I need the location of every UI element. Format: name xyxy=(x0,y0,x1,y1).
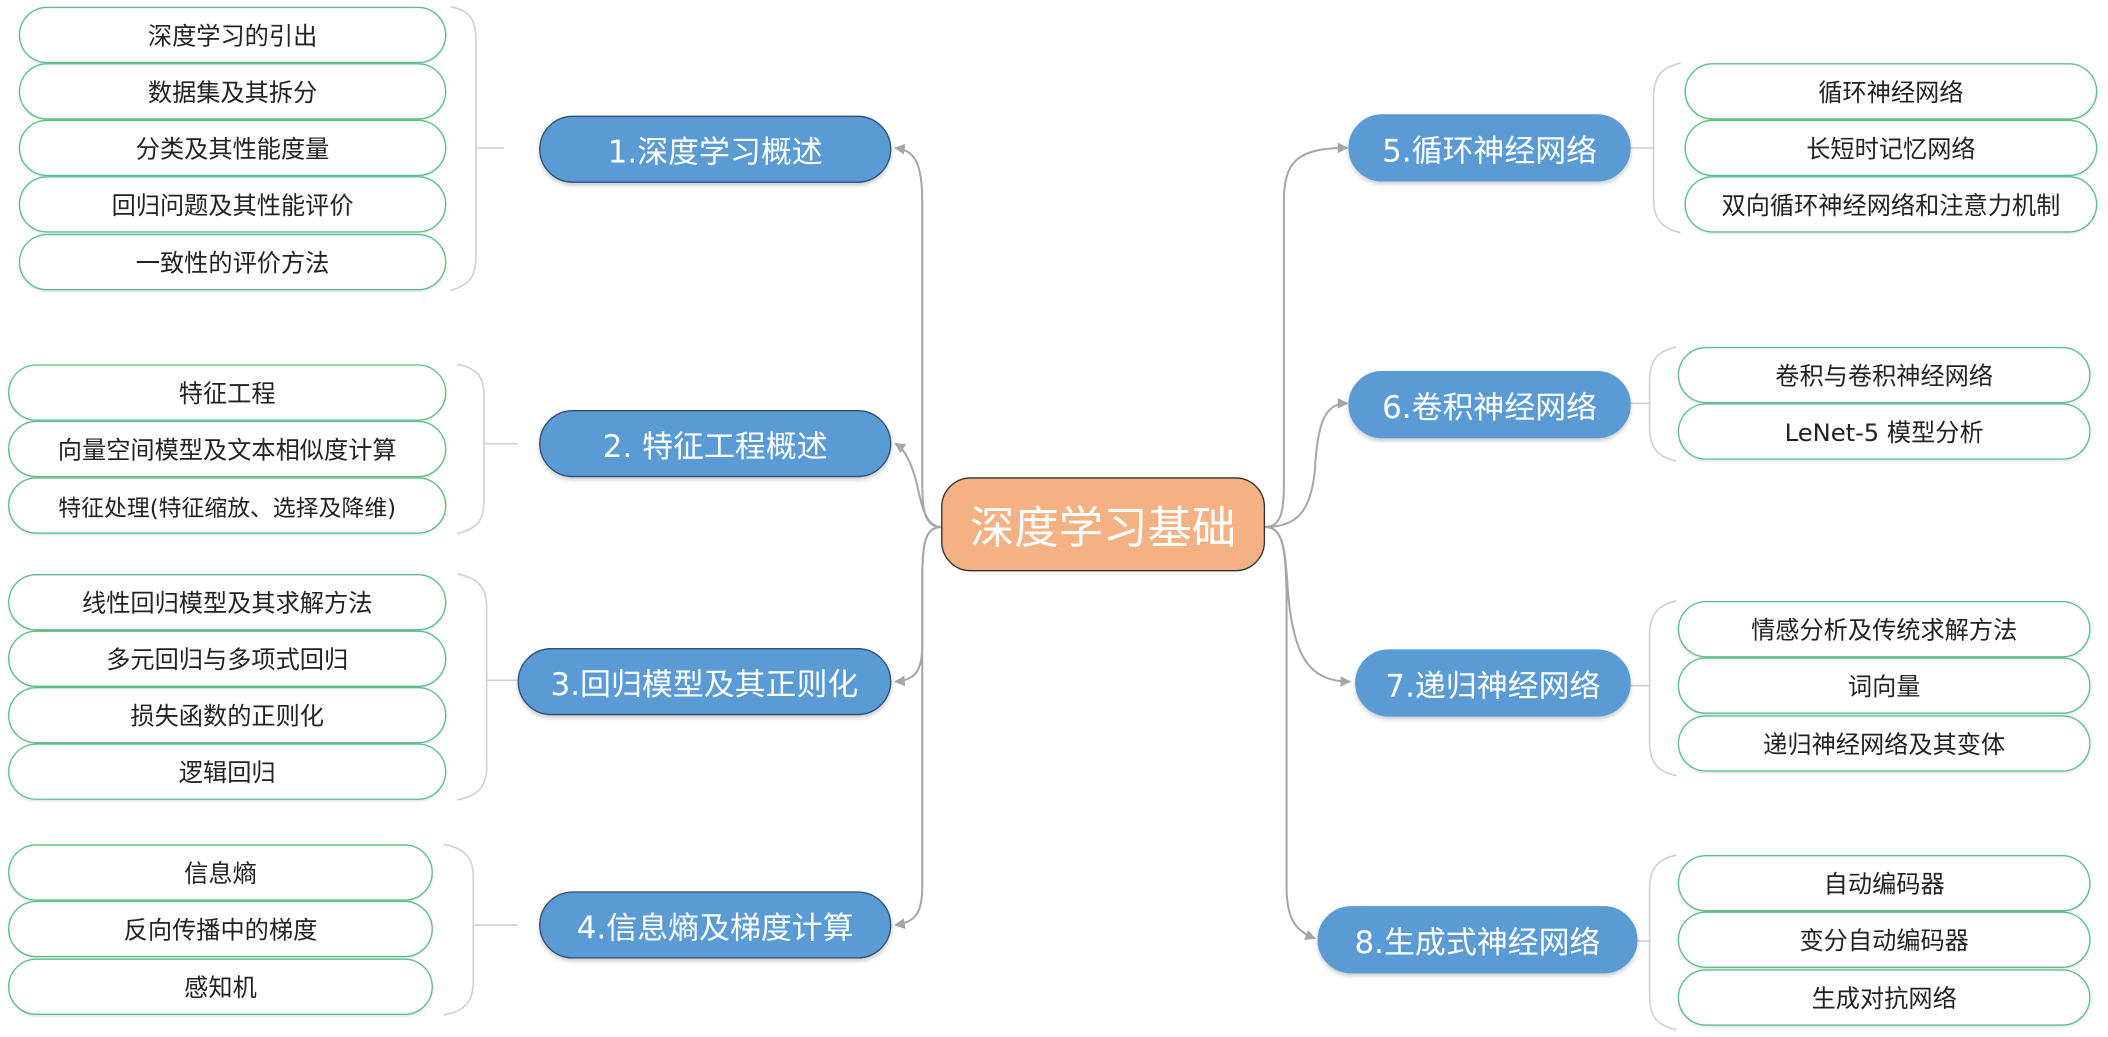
subtopic[interactable]: 生成对抗网络 xyxy=(1677,969,2091,1026)
subtopic[interactable]: 情感分析及传统求解方法 xyxy=(1677,600,2091,658)
topic-8[interactable]: 8.生成式神经网络 xyxy=(1317,906,1638,974)
subtopic[interactable]: 特征处理(特征缩放、选择及降维) xyxy=(8,477,447,534)
subtopic[interactable]: 反向传播中的梯度 xyxy=(8,900,433,958)
subtopic[interactable]: 特征工程 xyxy=(8,364,447,421)
subtopic[interactable]: 卷积与卷积神经网络 xyxy=(1677,346,2091,404)
topic-1[interactable]: 1.深度学习概述 xyxy=(539,115,892,183)
subtopic[interactable]: 一致性的评价方法 xyxy=(18,233,447,291)
subtopic[interactable]: 回归问题及其性能评价 xyxy=(18,176,447,233)
topic-2[interactable]: 2. 特征工程概述 xyxy=(539,410,892,478)
subtopic[interactable]: 双向循环神经网络和注意力机制 xyxy=(1684,176,2098,233)
subtopic[interactable]: 循环神经网络 xyxy=(1684,63,2098,120)
subtopic[interactable]: 多元回归与多项式回归 xyxy=(8,630,447,687)
connector-5 xyxy=(1264,142,1349,529)
topic-7[interactable]: 7.递归神经网络 xyxy=(1355,649,1631,717)
subtopic[interactable]: 逻辑回归 xyxy=(8,743,447,800)
subtopic[interactable]: 分类及其性能度量 xyxy=(18,119,447,177)
subtopic[interactable]: 线性回归模型及其求解方法 xyxy=(8,574,447,631)
connector-3 xyxy=(894,525,942,687)
topic-6[interactable]: 6.卷积神经网络 xyxy=(1348,371,1631,439)
subtopic[interactable]: 词向量 xyxy=(1677,657,2091,714)
subtopic[interactable]: 损失函数的正则化 xyxy=(8,686,447,744)
subtopic[interactable]: 深度学习的引出 xyxy=(18,6,447,64)
connector-2 xyxy=(894,442,942,529)
subtopic[interactable]: 数据集及其拆分 xyxy=(18,63,447,120)
brackets xyxy=(443,5,1681,1031)
subtopic[interactable]: 感知机 xyxy=(8,958,433,1016)
connector-6 xyxy=(1265,397,1349,529)
connector-7 xyxy=(1264,525,1352,687)
subtopic[interactable]: 变分自动编码器 xyxy=(1677,911,2091,968)
topic-5[interactable]: 5.循环神经网络 xyxy=(1348,114,1631,182)
central-topic[interactable]: 深度学习基础 xyxy=(941,477,1266,572)
connector-4 xyxy=(894,525,942,929)
topic-4[interactable]: 4.信息熵及梯度计算 xyxy=(539,891,892,959)
subtopic[interactable]: 向量空间模型及文本相似度计算 xyxy=(8,420,447,478)
subtopic[interactable]: 信息熵 xyxy=(8,844,433,901)
subtopic[interactable]: LeNet-5 模型分析 xyxy=(1677,403,2091,460)
subtopic[interactable]: 递归神经网络及其变体 xyxy=(1677,715,2091,772)
connector-8 xyxy=(1264,525,1317,941)
connector-1 xyxy=(894,143,942,529)
subtopic[interactable]: 长短时记忆网络 xyxy=(1684,119,2098,177)
subtopic[interactable]: 自动编码器 xyxy=(1677,855,2091,912)
topic-3[interactable]: 3.回归模型及其正则化 xyxy=(517,648,892,716)
